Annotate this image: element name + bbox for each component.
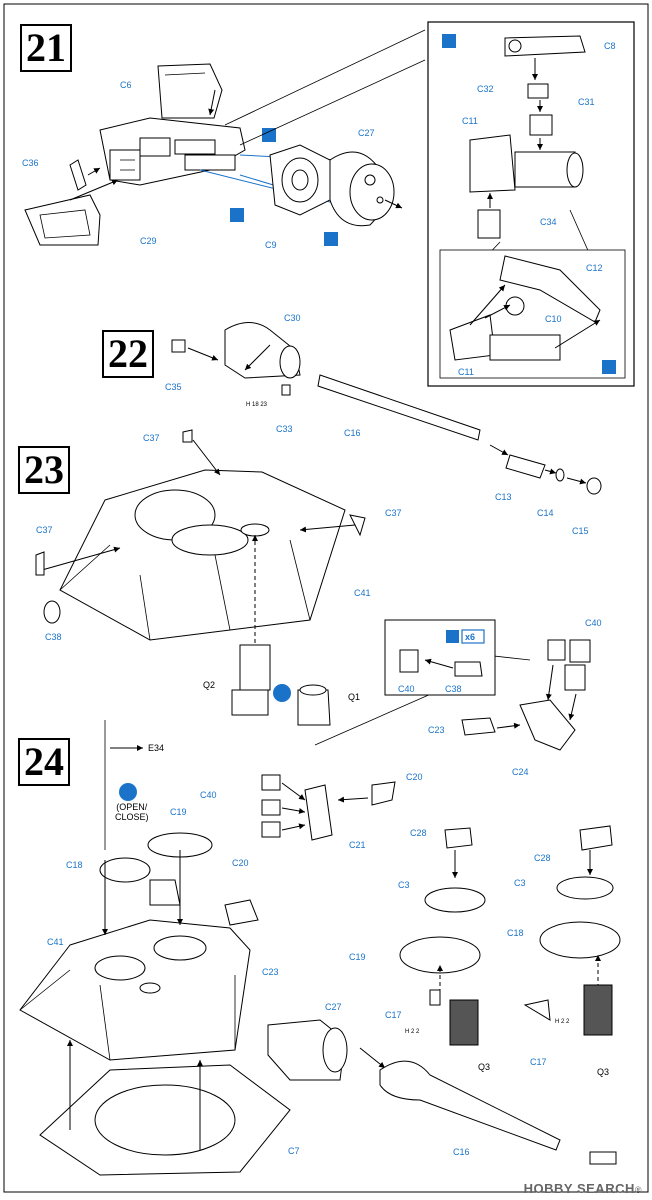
count-badge: x6 — [465, 632, 475, 642]
label-c41: C41 — [354, 588, 371, 598]
step-21-labels: C6 C36 C29 C9 C27 C8 C32 C31 C11 C34 C12… — [22, 41, 616, 377]
label-c19b: C19 — [349, 952, 366, 962]
label-c3b: C3 — [514, 878, 526, 888]
label-c14: C14 — [537, 508, 554, 518]
label-q3b: Q3 — [597, 1067, 609, 1077]
label-c35: C35 — [165, 382, 182, 392]
label-c27: C27 — [358, 128, 375, 138]
step-number-21: 21 — [20, 24, 72, 72]
movable-icon — [119, 783, 137, 801]
step-24-diagram — [19, 720, 621, 1176]
label-c15: C15 — [572, 526, 589, 536]
label-c32: C32 — [477, 84, 494, 94]
do-not-glue-icon — [324, 232, 338, 246]
label-c40b: C40 — [398, 684, 415, 694]
label-c18: C18 — [66, 860, 83, 870]
label-c21: C21 — [349, 840, 366, 850]
label-c37c: C37 — [385, 508, 402, 518]
part-c3b — [556, 876, 614, 900]
do-not-glue-icon — [230, 208, 244, 222]
label-c29: C29 — [140, 236, 157, 246]
step-21-diagram — [24, 21, 635, 387]
part-q3b — [583, 984, 613, 1036]
label-c40a: C40 — [585, 618, 602, 628]
label-c20b: C20 — [406, 772, 423, 782]
label-c23-24: C23 — [262, 967, 279, 977]
label-c16: C16 — [344, 428, 361, 438]
watermark-brand: HOBBY SEARCH — [523, 1181, 635, 1196]
step-22-labels: C30 C35 C33 C16 C13 C14 C15 H 18 23 — [165, 313, 589, 536]
label-c19: C19 — [170, 807, 187, 817]
label-c16-24: C16 — [453, 1147, 470, 1157]
label-c11b: C11 — [458, 367, 474, 377]
part-c6 — [157, 63, 223, 119]
label-c27-24: C27 — [325, 1002, 342, 1012]
part-c29 — [24, 194, 101, 246]
label-c23: C23 — [428, 725, 445, 735]
part-c19-24 — [399, 936, 481, 974]
part-q3a — [449, 999, 479, 1046]
label-c12: C12 — [586, 263, 603, 273]
glue-icon — [602, 360, 616, 374]
movable-icon — [273, 684, 291, 702]
label-c13: C13 — [495, 492, 512, 502]
label-e34: E34 — [148, 743, 164, 753]
step-24-labels: E34 C19 C18 C40 C20 C20 C21 C41 C23 C27 … — [47, 743, 609, 1157]
label-c3a: C3 — [398, 880, 410, 890]
label-c38: C38 — [45, 632, 62, 642]
label-c30: C30 — [284, 313, 301, 323]
glue-icon — [446, 630, 459, 643]
do-not-glue-icon — [262, 128, 276, 142]
label-c28b: C28 — [534, 853, 551, 863]
label-q2: Q2 — [203, 680, 215, 690]
label-c31: C31 — [578, 97, 595, 107]
step-number-23: 23 — [18, 446, 70, 494]
label-c41-24: C41 — [47, 937, 64, 947]
step-22-diagram — [171, 322, 602, 495]
part-c24 — [519, 699, 576, 751]
label-c38b: C38 — [445, 684, 462, 694]
label-c33: C33 — [276, 424, 293, 434]
step-23-labels: C37 C37 C37 C41 C38 Q2 Q1 C40 C40 C38 C2… — [36, 433, 602, 777]
part-q2 — [239, 644, 271, 691]
watermark-reg: ® — [634, 1185, 642, 1195]
label-c10: C10 — [545, 314, 562, 324]
label-c40: C40 — [200, 790, 217, 800]
label-c37b: C37 — [36, 525, 53, 535]
glue-icon — [442, 34, 456, 48]
label-c11: C11 — [462, 116, 478, 126]
ref-h22a: H 2 2 — [405, 1029, 420, 1035]
part-c21 — [304, 784, 333, 841]
open-close-note: (OPEN/ CLOSE) — [115, 802, 149, 822]
label-c17b: C17 — [530, 1057, 547, 1067]
label-q1: Q1 — [348, 692, 360, 702]
label-c34: C34 — [540, 217, 557, 227]
step-number-22: 22 — [102, 330, 154, 378]
label-c7: C7 — [288, 1146, 300, 1156]
part-c3 — [424, 887, 486, 913]
watermark: HOBBY SEARCH® — [524, 1181, 642, 1196]
label-q3a: Q3 — [478, 1062, 490, 1072]
part-c18-24 — [539, 921, 621, 959]
label-c37a: C37 — [143, 433, 160, 443]
part-c18 — [99, 857, 151, 883]
label-c9: C9 — [265, 240, 277, 250]
ref-h22b: H 2 2 — [555, 1019, 570, 1025]
label-c6: C6 — [120, 80, 132, 90]
label-c17a: C17 — [385, 1010, 402, 1020]
step-number-24: 24 — [18, 738, 70, 786]
label-c8: C8 — [604, 41, 616, 51]
part-c16-24 — [379, 1060, 561, 1151]
label-c20a: C20 — [232, 858, 249, 868]
label-c18b: C18 — [507, 928, 524, 938]
label-c28a: C28 — [410, 828, 427, 838]
page-border — [3, 3, 649, 1193]
step-23-diagram — [35, 429, 591, 751]
label-c24: C24 — [512, 767, 529, 777]
ref-h18-23: H 18 23 — [246, 402, 268, 408]
part-c16 — [317, 374, 481, 441]
label-c36: C36 — [22, 158, 39, 168]
